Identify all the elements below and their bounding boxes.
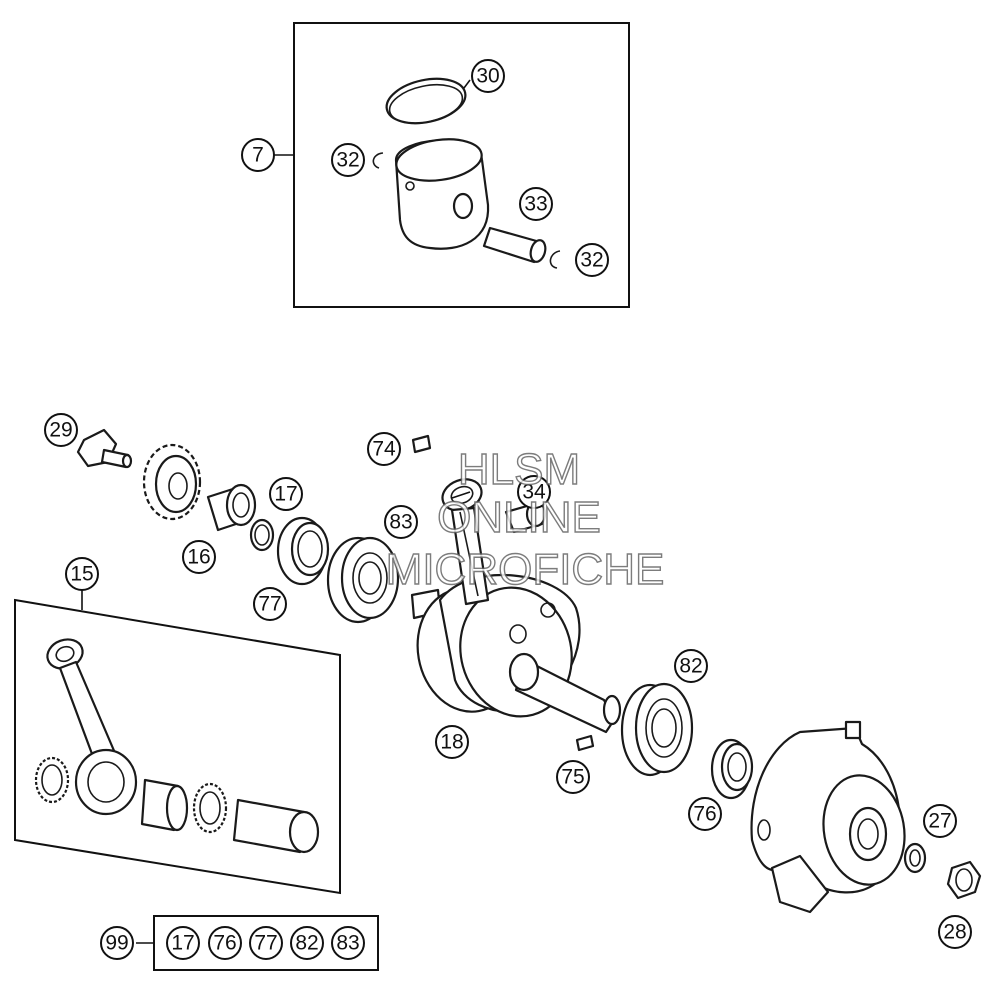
svg-text:27: 27 [928, 810, 951, 833]
needle-bearing [504, 500, 547, 534]
svg-text:76: 76 [213, 932, 236, 955]
conrod-kit-frame [14, 590, 341, 895]
callout-18: 18 [435, 725, 469, 759]
callout-29: 29 [44, 413, 78, 447]
svg-text:82: 82 [679, 655, 702, 678]
rotor-nut [946, 860, 982, 900]
crankshaft [410, 573, 622, 734]
callout-33: 33 [519, 187, 553, 221]
piston-kit-frame [274, 22, 630, 308]
callout-17: 17 [269, 477, 303, 511]
svg-text:83: 83 [389, 511, 412, 534]
ignition-cover [750, 720, 906, 914]
callout-83: 83 [384, 505, 418, 539]
svg-text:83: 83 [336, 932, 359, 955]
watermark-line-3: MICROFICHE [386, 545, 665, 594]
ball-bearing-left [326, 536, 400, 624]
woodruff-key-lower [575, 734, 595, 752]
conrod-kit-rod [46, 638, 138, 816]
svg-text:17: 17 [171, 932, 194, 955]
svg-text:99: 99 [105, 932, 128, 955]
svg-text:77: 77 [254, 932, 277, 955]
piston-pin [482, 226, 547, 264]
callout-34: 34 [517, 475, 551, 509]
callout-77: 77 [253, 587, 287, 621]
piston [394, 138, 490, 250]
leader-lines [451, 79, 471, 499]
svg-text:17: 17 [274, 483, 297, 506]
callout-74: 74 [367, 432, 401, 466]
svg-text:29: 29 [49, 419, 72, 442]
callout-99: 99 [100, 926, 134, 960]
kit-99-item: 83 [331, 926, 365, 960]
callout-30: 30 [471, 59, 505, 93]
crankshaft-nut [76, 428, 133, 469]
callout-28: 28 [938, 915, 972, 949]
svg-text:74: 74 [372, 438, 396, 461]
woodruff-key-upper [411, 434, 432, 454]
svg-text:15: 15 [70, 563, 93, 586]
callout-16: 16 [182, 540, 216, 574]
svg-text:32: 32 [336, 149, 359, 172]
watermark-line-1: HLSM [458, 445, 580, 494]
conrod-kit-needle-bearing [140, 778, 189, 832]
primary-gear [142, 443, 202, 521]
svg-text:30: 30 [476, 65, 499, 88]
shim-washer [249, 518, 275, 552]
svg-text:28: 28 [943, 921, 966, 944]
svg-text:18: 18 [440, 731, 463, 754]
callout-75: 75 [556, 760, 590, 794]
piston-ring [385, 77, 467, 125]
svg-text:7: 7 [252, 144, 264, 167]
lock-washer [903, 842, 927, 874]
callout-7: 7 [241, 138, 275, 172]
piston-pin-circlip-right [549, 250, 561, 269]
svg-text:16: 16 [187, 546, 210, 569]
ball-bearing-right [620, 682, 694, 777]
kit-99-item: 17 [166, 926, 200, 960]
callout-27: 27 [923, 804, 957, 838]
kit-99-item: 76 [208, 926, 242, 960]
piston-pin-circlip-left [372, 152, 384, 169]
callout-82: 82 [674, 649, 708, 683]
svg-text:76: 76 [693, 803, 716, 826]
kit-99-item: 77 [249, 926, 283, 960]
conrod-kit-crank-pin [232, 798, 320, 854]
conrod-kit-washer-left [34, 756, 70, 804]
bushing [206, 483, 257, 532]
callout-32-right: 32 [575, 243, 609, 277]
svg-text:82: 82 [295, 932, 318, 955]
gasket-kit-frame [136, 915, 379, 971]
svg-text:75: 75 [561, 766, 584, 789]
callout-76: 76 [688, 797, 722, 831]
conrod-kit-washer-right [192, 782, 228, 834]
callout-15: 15 [65, 557, 99, 591]
svg-text:33: 33 [524, 193, 547, 216]
callout-32-left: 32 [331, 143, 365, 177]
shaft-seal-right [710, 738, 754, 800]
svg-text:32: 32 [580, 249, 603, 272]
watermark-line-2: ONLINE [437, 493, 601, 542]
svg-text:77: 77 [258, 593, 281, 616]
shaft-seal-left [276, 516, 330, 586]
svg-text:34: 34 [522, 481, 546, 504]
watermark: HLSM ONLINE MICROFICHE [385, 444, 665, 594]
kit-99-item: 82 [290, 926, 324, 960]
